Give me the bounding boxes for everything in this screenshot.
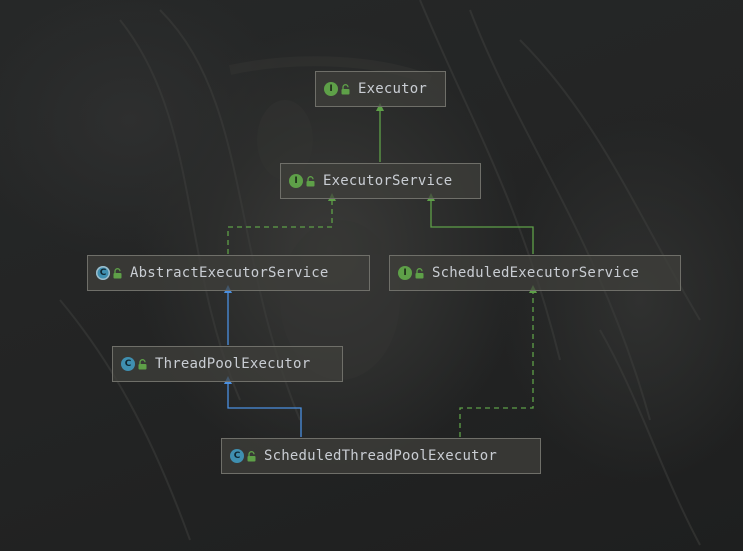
node-thread-pool-executor[interactable]: C ThreadPoolExecutor: [112, 346, 343, 382]
lock-icon: [306, 175, 315, 186]
node-label: ScheduledExecutorService: [432, 265, 640, 281]
lock-icon: [247, 450, 256, 461]
lock-icon: [415, 267, 424, 278]
edge-scheduledthreadpoolexecutor-to-scheduledexecutorservice: [459, 285, 537, 437]
interface-icon: I: [324, 82, 338, 96]
node-abstract-executor-service[interactable]: C AbstractExecutorService: [87, 255, 370, 291]
node-label: ThreadPoolExecutor: [155, 356, 311, 372]
lock-icon: [138, 358, 147, 369]
lock-icon: [341, 83, 350, 94]
node-scheduled-thread-pool-executor[interactable]: C ScheduledThreadPoolExecutor: [221, 438, 541, 474]
node-label: ExecutorService: [323, 173, 453, 189]
node-executor[interactable]: I Executor: [315, 71, 446, 107]
node-label: ScheduledThreadPoolExecutor: [264, 448, 497, 464]
class-icon: C: [230, 449, 244, 463]
node-label: AbstractExecutorService: [130, 265, 329, 281]
node-scheduled-executor-service[interactable]: I ScheduledExecutorService: [389, 255, 681, 291]
interface-icon: I: [289, 174, 303, 188]
edge-abstractexecutorservice-to-executorservice: [227, 193, 336, 254]
node-executor-service[interactable]: I ExecutorService: [280, 163, 481, 199]
abstract-class-icon: C: [96, 266, 110, 280]
node-label: Executor: [358, 81, 428, 97]
interface-icon: I: [398, 266, 412, 280]
lock-icon: [113, 267, 122, 278]
edge-scheduledthreadpoolexecutor-to-threadpoolexecutor: [224, 376, 302, 437]
class-icon: C: [121, 357, 135, 371]
edge-scheduledexecutorservice-to-executorservice: [427, 193, 534, 254]
